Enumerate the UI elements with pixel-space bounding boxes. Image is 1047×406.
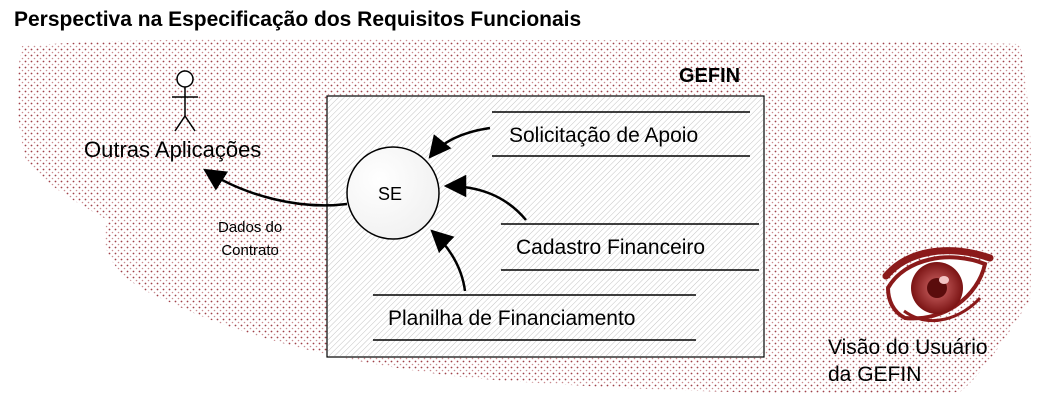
- flow-label-line-2: Contrato: [221, 242, 279, 259]
- page-title: Perspectiva na Especificação dos Requisi…: [14, 8, 582, 31]
- se-process-circle: [346, 146, 440, 240]
- arrow-solicitacao-to-se: [428, 126, 491, 159]
- viewer-label: Visão do Usuário da GEFIN: [828, 334, 988, 388]
- arrow-cadastro-to-se: [443, 174, 527, 221]
- actor-label: Outras Aplicações: [84, 137, 262, 162]
- datastore-solicitacao: [492, 111, 750, 157]
- se-process-label: SE: [378, 184, 403, 204]
- flow-label: Dados do Contrato: [218, 216, 282, 262]
- datastore-label-cadastro: Cadastro Financeiro: [516, 236, 706, 259]
- datastore-planilha: [373, 294, 696, 341]
- datastore-cadastro: [501, 223, 759, 271]
- flow-label-line-1: Dados do: [218, 219, 283, 236]
- stick-figure-icon: [172, 70, 198, 132]
- datastore-label-solicitacao: Solicitação de Apoio: [509, 124, 699, 147]
- system-label: GEFIN: [679, 65, 741, 87]
- viewer-label-line-1: Visão do Usuário: [828, 336, 988, 359]
- eye-icon: [882, 247, 994, 322]
- arrow-se-to-outras: [203, 168, 348, 207]
- viewer-label-line-2: da GEFIN: [828, 363, 922, 386]
- arrow-planilha-to-se: [430, 229, 467, 292]
- datastore-label-planilha: Planilha de Financiamento: [388, 307, 636, 330]
